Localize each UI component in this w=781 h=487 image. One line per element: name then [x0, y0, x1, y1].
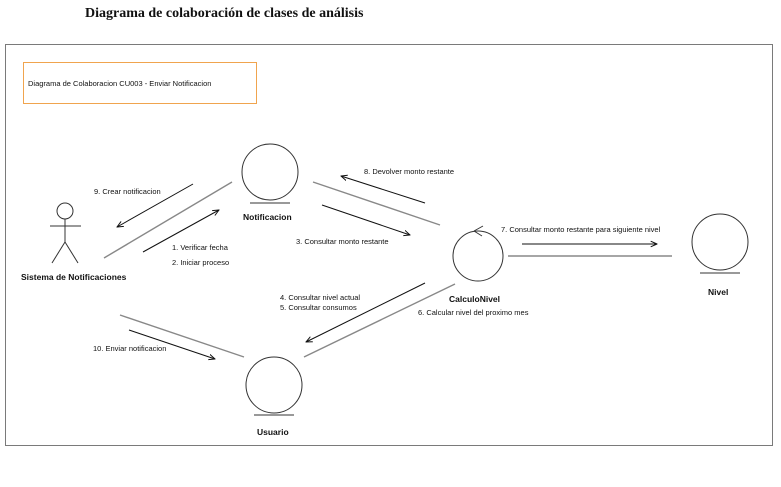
- message-3-label: 3. Consultar monto restante: [296, 237, 389, 246]
- usuario-label: Usuario: [257, 427, 289, 437]
- arrow-4-consultar-nivel: [306, 282, 426, 342]
- arrow-10-enviar-notificacion: [128, 329, 215, 359]
- arrow-9-crear-notificacion: [117, 183, 194, 227]
- message-6-label: 6. Calcular nivel del proximo mes: [418, 308, 529, 317]
- arrow-8-devolver-monto: [341, 176, 426, 204]
- actor-stick-figure: [50, 202, 81, 264]
- usuario-entity-icon: [245, 356, 303, 416]
- message-10-label: 10. Enviar notificacion: [93, 344, 167, 353]
- arrow-1-verificar-fecha: [142, 210, 219, 253]
- calculonivel-label: CalculoNivel: [449, 294, 501, 304]
- nivel-label: Nivel: [708, 287, 729, 297]
- notificacion-entity-icon: [241, 143, 299, 204]
- message-8-label: 8. Devolver monto restante: [364, 167, 455, 176]
- nivel-entity-icon: [691, 213, 749, 274]
- arrow-3-consultar-monto: [321, 204, 410, 235]
- message-4-label: 4. Consultar nivel actual: [280, 293, 361, 302]
- calculonivel-control-icon: [452, 225, 504, 282]
- message-7-label: 7. Consultar monto restante para siguien…: [501, 225, 661, 234]
- message-2-label: 2. Iniciar proceso: [172, 258, 230, 267]
- message-5-label: 5. Consultar consumos: [280, 303, 357, 312]
- actor-name-label: Sistema de Notificaciones: [21, 272, 127, 282]
- diagram-frame: [5, 44, 773, 446]
- page-heading: Diagrama de colaboración de clases de an…: [85, 6, 364, 21]
- message-arrows: [117, 176, 657, 359]
- notificacion-label: Notificacion: [243, 212, 292, 222]
- diagram-title: Diagrama de Colaboracion CU003 - Enviar …: [23, 62, 257, 104]
- message-9-label: 9. Crear notificacion: [94, 187, 161, 196]
- association-links: [103, 181, 672, 358]
- message-1-label: 1. Verificar fecha: [172, 243, 228, 252]
